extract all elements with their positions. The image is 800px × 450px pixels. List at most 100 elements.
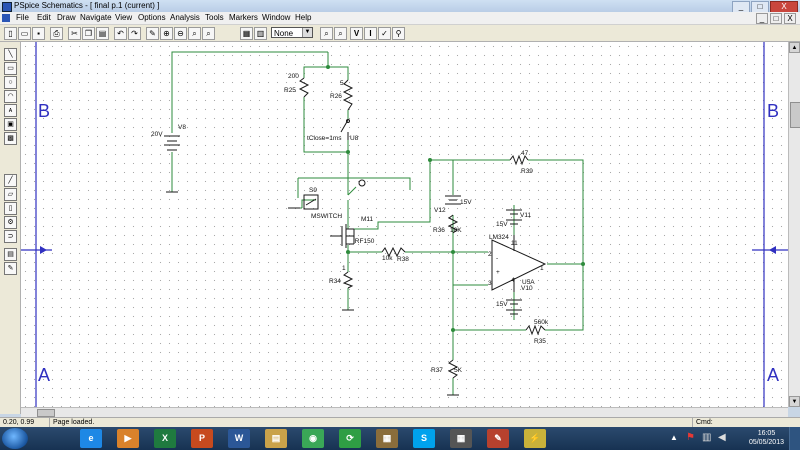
taskbar-app-icon[interactable]: S (413, 429, 435, 448)
taskbar-app-icon[interactable]: ⚡ (524, 429, 546, 448)
battery-v11[interactable] (506, 209, 522, 225)
taskbar-app-icon[interactable]: e (80, 429, 102, 448)
undo-icon[interactable]: ↶ (114, 27, 127, 40)
wire-tool-icon[interactable]: ╱ (4, 174, 17, 187)
menu-analysis[interactable]: Analysis (170, 13, 200, 22)
current-marker-icon[interactable]: I (364, 27, 377, 40)
voltage-marker-icon[interactable]: V (350, 27, 363, 40)
taskbar-app-icon[interactable]: ▦ (450, 429, 472, 448)
app-icon[interactable] (2, 2, 12, 12)
maximize-button[interactable]: □ (751, 1, 769, 13)
probe-icon[interactable]: ⌕ (320, 27, 333, 40)
start-button[interactable] (2, 428, 28, 449)
horizontal-scroll-thumb[interactable] (37, 409, 55, 417)
taskbar-app-icon[interactable]: X (154, 429, 176, 448)
enable-probe-icon[interactable]: ⌕ (334, 27, 347, 40)
action-center-icon[interactable]: ⚑ (686, 432, 695, 443)
horizontal-scrollbar[interactable] (21, 407, 788, 417)
copy-icon[interactable]: ❐ (82, 27, 95, 40)
switch-u8[interactable] (340, 119, 350, 141)
arc-tool-icon[interactable]: ◠ (4, 90, 17, 103)
taskbar-app-icon[interactable]: ✎ (487, 429, 509, 448)
edit-attributes-icon[interactable]: ▤ (4, 248, 17, 261)
simulate-icon[interactable]: ▥ (254, 27, 267, 40)
show-desktop-button[interactable] (789, 427, 800, 450)
menu-tools[interactable]: Tools (205, 13, 224, 22)
taskbar-app-icon[interactable]: ◉ (302, 429, 324, 448)
resistor-r34[interactable] (342, 271, 354, 289)
vertical-scrollbar[interactable]: ▲ ▼ (788, 42, 800, 407)
mdi-close-button[interactable]: X (784, 13, 796, 24)
volume-icon[interactable]: ◀ (718, 432, 726, 443)
menu-options[interactable]: Options (138, 13, 166, 22)
resistor-r26[interactable] (342, 79, 354, 111)
label-tool-icon[interactable]: ⊃ (4, 230, 17, 243)
menu-view[interactable]: View (115, 13, 133, 22)
resistor-r25[interactable] (298, 77, 310, 98)
menu-markers[interactable]: Markers (229, 13, 258, 22)
circle-tool-icon[interactable]: ○ (4, 76, 17, 89)
taskbar-app-icon[interactable]: ▦ (376, 429, 398, 448)
potentiometer-r36[interactable] (447, 214, 459, 234)
potentiometer-r37[interactable] (447, 359, 459, 379)
chevron-down-icon[interactable]: ▼ (302, 28, 312, 37)
wire-net[interactable] (171, 51, 584, 395)
command-field[interactable]: Cmd: (696, 419, 713, 426)
menu-edit[interactable]: Edit (37, 13, 51, 22)
menu-window[interactable]: Window (262, 13, 291, 22)
document-icon[interactable] (2, 14, 10, 22)
rectangle-tool-icon[interactable]: ▭ (4, 62, 17, 75)
redo-icon[interactable]: ↷ (128, 27, 141, 40)
bias-current-icon[interactable]: ⚲ (392, 27, 405, 40)
resistor-r39[interactable] (509, 154, 529, 166)
taskbar-app-icon[interactable]: ▤ (265, 429, 287, 448)
save-icon[interactable]: ▪ (32, 27, 45, 40)
cut-icon[interactable]: ✂ (68, 27, 81, 40)
setup-analysis-icon[interactable]: ▦ (240, 27, 253, 40)
scroll-down-icon[interactable]: ▼ (789, 396, 800, 407)
battery-v12[interactable] (445, 195, 461, 205)
taskbar-app-icon[interactable]: W (228, 429, 250, 448)
new-file-icon[interactable]: ▯ (4, 27, 17, 40)
zoom-out-icon[interactable]: ⊖ (174, 27, 187, 40)
switch-s9[interactable] (303, 179, 366, 210)
print-icon[interactable]: ⎙ (50, 27, 63, 40)
text-tool-icon[interactable]: ᴀ (4, 104, 17, 117)
zoom-dropdown[interactable]: None ▼ (271, 27, 313, 38)
network-icon[interactable]: ▥ (702, 432, 712, 443)
mdi-restore-button[interactable]: □ (770, 13, 782, 24)
taskbar-app-icon[interactable]: P (191, 429, 213, 448)
taskbar-app-icon[interactable]: ⟳ (339, 429, 361, 448)
paste-icon[interactable]: ▤ (96, 27, 109, 40)
resistor-r38[interactable] (381, 246, 406, 258)
menu-draw[interactable]: Draw (57, 13, 76, 22)
open-folder-icon[interactable]: ▭ (18, 27, 31, 40)
mdi-minimize-button[interactable]: _ (756, 13, 768, 24)
resistor-r35[interactable] (525, 324, 546, 336)
zoom-in-icon[interactable]: ⊕ (160, 27, 173, 40)
zoom-fit-icon[interactable]: ⌕ (202, 27, 215, 40)
bus-tool-icon[interactable]: ▱ (4, 188, 17, 201)
bias-display-icon[interactable]: ✓ (378, 27, 391, 40)
image-tool-icon[interactable]: ▩ (4, 132, 17, 145)
tray-clock[interactable]: 16:05 05/05/2013 (749, 429, 784, 447)
opamp-u5a[interactable] (491, 235, 547, 292)
menu-help[interactable]: Help (295, 13, 312, 22)
menu-navigate[interactable]: Navigate (80, 13, 112, 22)
schematic-canvas[interactable]: B B A A (21, 42, 788, 407)
taskbar-app-icon[interactable]: ▶ (117, 429, 139, 448)
scroll-up-icon[interactable]: ▲ (789, 42, 800, 53)
battery-v8[interactable] (164, 135, 180, 151)
battery-v10[interactable] (506, 299, 522, 315)
get-part-icon[interactable]: ⚙ (4, 216, 17, 229)
line-tool-icon[interactable]: ╲ (4, 48, 17, 61)
zoom-area-icon[interactable]: ⌕ (188, 27, 201, 40)
menu-file[interactable]: File (16, 13, 29, 22)
graphics-tool-icon[interactable]: ✎ (4, 262, 17, 275)
mosfet-m11[interactable] (330, 224, 355, 248)
redraw-icon[interactable]: ✎ (146, 27, 159, 40)
tray-chevron-icon[interactable]: ▲ (670, 433, 678, 442)
symbol-tool-icon[interactable]: ▣ (4, 118, 17, 131)
vertical-scroll-thumb[interactable] (790, 102, 800, 128)
block-tool-icon[interactable]: ▯ (4, 202, 17, 215)
